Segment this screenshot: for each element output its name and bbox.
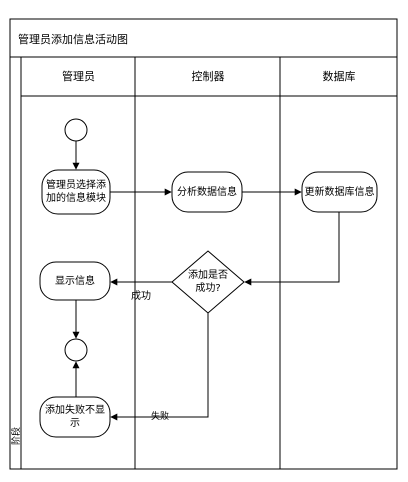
node-show-info: 显示信息 (55, 275, 95, 287)
stage-label: 阶段 (12, 426, 22, 445)
node-fail-show-shape (39, 396, 111, 438)
lane-header-admin: 管理员 (62, 70, 95, 83)
diagram-frame (9, 18, 398, 470)
edge-update-to-decision (244, 212, 340, 286)
edge-label-fail: 失败 (151, 412, 170, 422)
node-analyze: 分析数据信息 (177, 186, 237, 198)
edge-decision-fail (110, 313, 209, 421)
start-node (64, 118, 88, 142)
lane-header-database: 数据库 (322, 70, 356, 83)
node-fail-show: 添加失败不显示 (45, 405, 105, 429)
node-update-db: 更新数据库信息 (304, 186, 375, 198)
merge-node (64, 338, 88, 362)
edge-label-success: 成功 (131, 291, 151, 302)
node-admin-select: 管理员选择添加的信息模块 (46, 180, 106, 204)
node-show-info-shape (39, 261, 111, 301)
diagram-title: 管理员添加信息活动图 (18, 33, 128, 46)
lane-header-controller: 控制器 (191, 70, 225, 83)
node-decision: 添加是否成功? (188, 270, 228, 294)
